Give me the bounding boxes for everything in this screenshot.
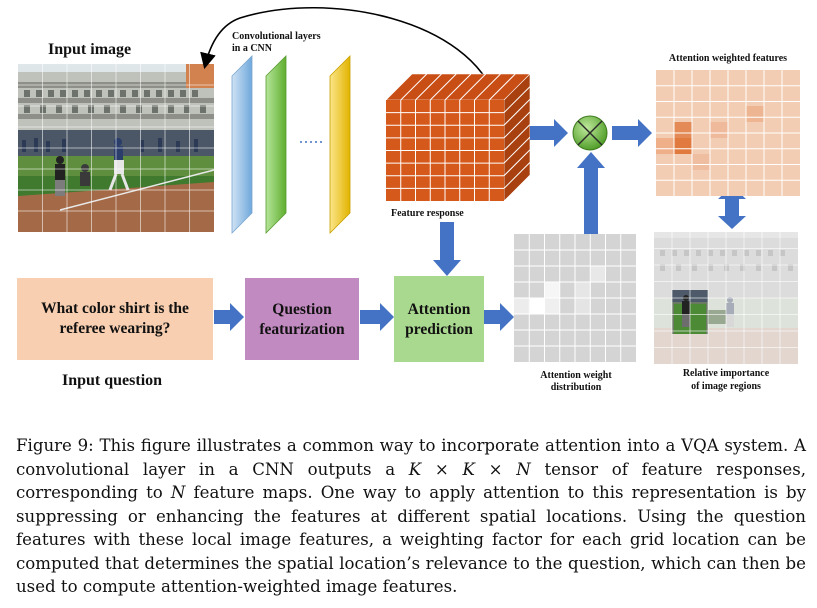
featurization-text-line2: featurization xyxy=(259,321,345,338)
receptive-field-arrow xyxy=(200,7,500,104)
conv-layers-label-line2: in a CNN xyxy=(232,43,273,54)
vqa-attention-diagram: Input image Convolutional layers in a CN… xyxy=(17,7,800,393)
relative-importance-label-line2: of image regions xyxy=(691,381,761,392)
caption-math-n: N xyxy=(516,459,531,479)
caption-times: × xyxy=(421,459,463,479)
arrow-question-to-featurization xyxy=(214,303,244,331)
caption-text-1: This figure illustrates a common way to … xyxy=(16,436,806,479)
caption-math-k: K xyxy=(462,459,475,479)
conv-layer-blue xyxy=(231,55,253,234)
relative-importance-image xyxy=(654,232,798,364)
attention-prediction-box: Attention prediction xyxy=(394,276,484,362)
attention-weight-label-line1: Attention weight xyxy=(540,370,612,381)
conv-layers-label-line1: Convolutional layers xyxy=(232,31,321,42)
attention-weight-label-line2: distribution xyxy=(551,382,602,393)
prediction-text-line1: Attention xyxy=(408,301,471,318)
feature-response-cube xyxy=(385,73,531,202)
caption-times: × xyxy=(474,459,517,479)
caption-math-n: N xyxy=(170,483,186,502)
conv-layer-yellow xyxy=(329,55,351,234)
umpire-figure xyxy=(55,156,65,196)
catcher-figure xyxy=(80,164,90,186)
prediction-text-line2: prediction xyxy=(405,321,473,338)
attention-weight-distribution-grid xyxy=(514,234,636,362)
figure-caption: Figure 9: This figure illustrates a comm… xyxy=(16,434,806,599)
feature-response-label: Feature response xyxy=(391,208,464,219)
question-text-line2: referee wearing? xyxy=(60,320,171,337)
arrow-cube-to-multiply xyxy=(530,119,568,147)
double-arrow-compare xyxy=(718,186,746,229)
featurization-text-line1: Question xyxy=(272,301,332,318)
arrow-feature-to-prediction xyxy=(433,222,461,276)
relative-importance-label-line1: Relative importance xyxy=(683,368,770,379)
caption-text-2: tensor of feature responses, correspondi… xyxy=(16,459,806,503)
caption-math-k: K xyxy=(408,459,422,479)
arrow-weights-to-multiply xyxy=(577,152,605,234)
input-image xyxy=(18,64,215,232)
question-featurization-box: Question featurization xyxy=(245,278,359,360)
arrow-prediction-to-weights xyxy=(484,303,514,331)
input-question-label: Input question xyxy=(62,372,162,389)
question-text-line1: What color shirt is the xyxy=(41,300,189,317)
circle-times-icon xyxy=(572,115,608,151)
attention-weighted-features-grid xyxy=(656,70,800,196)
input-image-label: Input image xyxy=(48,41,131,58)
conv-layer-green xyxy=(265,55,287,234)
caption-label: Figure 9: xyxy=(16,436,94,455)
caption-text-3: feature maps. One way to apply attention… xyxy=(16,483,806,596)
question-box: What color shirt is the referee wearing? xyxy=(17,278,213,360)
flow-arrows xyxy=(214,119,746,331)
arrow-multiply-to-weighted xyxy=(612,119,652,147)
attention-weighted-features-label: Attention weighted features xyxy=(669,53,787,64)
arrow-featurization-to-prediction xyxy=(360,303,394,331)
